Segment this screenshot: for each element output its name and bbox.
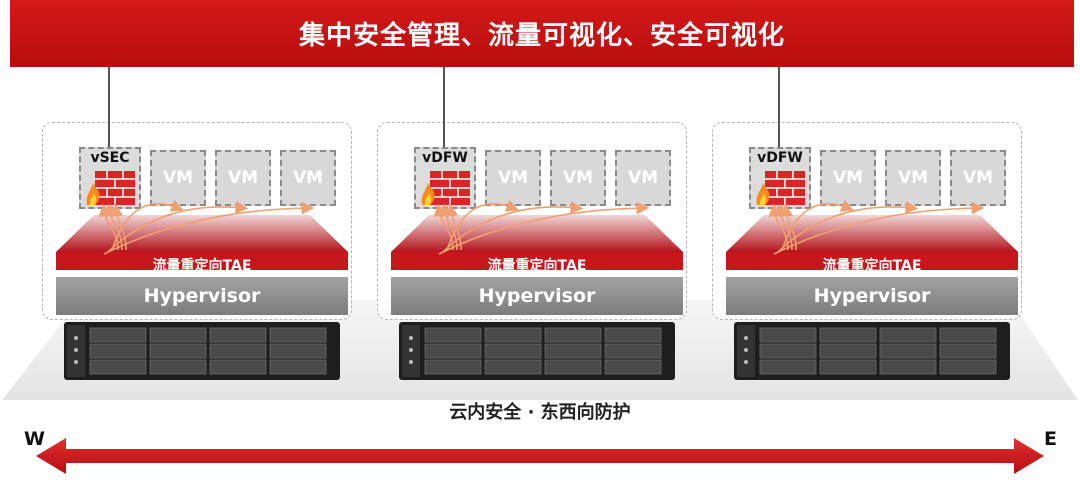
- hypervisor-layer-3: Hypervisor: [726, 277, 1018, 315]
- vm-label: VM: [562, 168, 594, 188]
- vm-label: VM: [497, 168, 529, 188]
- host-node-2: vDFW VM VM VM 流量重定向TAE Hypervisor: [377, 0, 713, 400]
- firewall-icon: [86, 171, 135, 205]
- east-label: E: [1044, 428, 1057, 450]
- hypervisor-layer-2: Hypervisor: [391, 277, 683, 315]
- hypervisor-label: Hypervisor: [143, 285, 261, 307]
- vm-3-3: VM: [950, 150, 1006, 206]
- vm-label: VM: [162, 168, 194, 188]
- host-node-1: vSEC VM VM VM 流量重定向TAE Hypervisor: [42, 0, 378, 400]
- firewall-icon: [421, 171, 470, 205]
- tae-label-3: 流量重定向TAE: [822, 258, 922, 274]
- vm-2-2: VM: [550, 150, 606, 206]
- west-label: W: [24, 428, 45, 450]
- firewall-label-2: vDFW: [422, 150, 468, 166]
- vm-1-3: VM: [280, 150, 336, 206]
- floor-label: 云内安全 · 东西向防护: [449, 402, 631, 423]
- vm-1-1: VM: [150, 150, 206, 206]
- vm-2-1: VM: [485, 150, 541, 206]
- management-link-3: [778, 67, 780, 147]
- management-link-1: [108, 67, 110, 147]
- hypervisor-label: Hypervisor: [813, 285, 931, 307]
- vm-label: VM: [832, 168, 864, 188]
- traffic-flow-2: [433, 199, 650, 255]
- server-icon: [64, 322, 340, 380]
- hypervisor-layer-1: Hypervisor: [56, 277, 348, 315]
- hypervisor-label: Hypervisor: [478, 285, 596, 307]
- vm-label: VM: [627, 168, 659, 188]
- double-arrow-icon: [36, 438, 1044, 474]
- vm-label: VM: [962, 168, 994, 188]
- firewall-label-3: vDFW: [757, 150, 803, 166]
- title-banner: 集中安全管理、流量可视化、安全可视化: [10, 0, 1074, 67]
- vm-1-2: VM: [215, 150, 271, 206]
- vm-label: VM: [897, 168, 929, 188]
- server-icon: [734, 322, 1010, 380]
- vm-label: VM: [227, 168, 259, 188]
- banner-title: 集中安全管理、流量可视化、安全可视化: [298, 21, 785, 51]
- traffic-flow-3: [768, 199, 985, 255]
- firewall-vm-2: vDFW: [414, 147, 476, 209]
- host-node-3: vDFW VM VM VM 流量重定向TAE Hypervisor: [712, 0, 1048, 400]
- tae-label-1: 流量重定向TAE: [152, 258, 252, 274]
- traffic-flow-1: [98, 199, 315, 255]
- firewall-label-1: vSEC: [90, 150, 130, 166]
- server-icon: [399, 322, 675, 380]
- management-link-2: [443, 67, 445, 147]
- vm-label: VM: [292, 168, 324, 188]
- tae-label-2: 流量重定向TAE: [487, 258, 587, 274]
- firewall-icon: [756, 171, 805, 205]
